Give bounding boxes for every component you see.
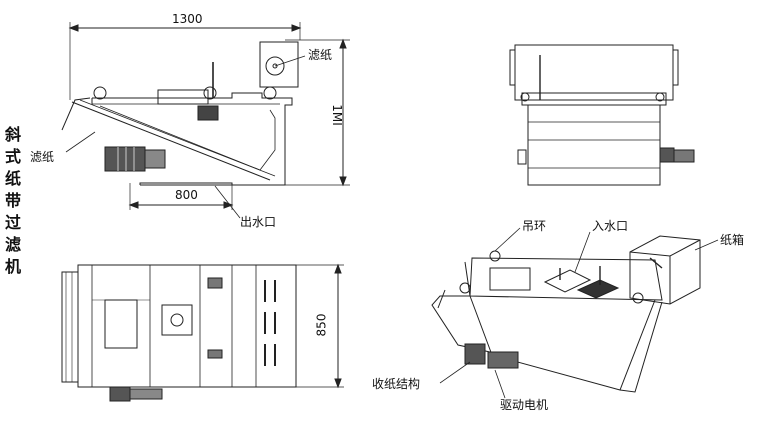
- arrow-head: [339, 38, 347, 49]
- iso-box-top: [629, 239, 701, 257]
- inlet-hole: [170, 313, 184, 327]
- isometric-view: [431, 227, 719, 399]
- box-flange: [672, 49, 679, 86]
- vertical-title: 斜 式 纸 带 过 滤 机: [4, 124, 22, 278]
- bracket: [207, 349, 223, 359]
- iso-belt-end: [437, 289, 446, 309]
- label-filter-paper-left: 滤纸: [30, 150, 55, 164]
- dim-label-800: 800: [175, 188, 198, 202]
- dim-label-height: 1MI: [329, 104, 344, 126]
- leader-outlet: [214, 185, 241, 219]
- motor-top: [109, 386, 131, 402]
- label-inlet: 入水口: [592, 219, 629, 233]
- label-filter-paper-top: 滤纸: [308, 48, 333, 62]
- iso-inlet: [543, 269, 592, 293]
- iso-tank: [469, 295, 656, 391]
- iso-collector: [464, 343, 486, 365]
- iso-port: [489, 267, 531, 291]
- leader-ring: [494, 227, 521, 252]
- dim-label-1300: 1300: [172, 12, 203, 26]
- paper-box: [259, 41, 299, 88]
- title-char: 滤: [4, 235, 21, 254]
- label-drive-motor: 驱动电机: [500, 398, 549, 412]
- motor-front: [659, 147, 675, 163]
- top-view: [61, 263, 344, 402]
- iso-box-slot: [649, 257, 663, 269]
- lifting-ring: [203, 86, 217, 100]
- iso-lifting-ring: [489, 250, 501, 262]
- iso-paper-box: [629, 235, 701, 305]
- label-lifting-ring: 吊环: [522, 219, 547, 233]
- label-outlet: 出水口: [240, 215, 277, 229]
- drive-motor: [104, 146, 146, 172]
- belt-path: [99, 105, 276, 171]
- iso-deck: [469, 257, 663, 301]
- title-char: 斜: [4, 125, 21, 144]
- paper-box-front: [514, 44, 674, 101]
- arrow-head: [339, 176, 347, 187]
- iso-lifting-ring: [632, 292, 644, 304]
- arrow-head: [291, 24, 302, 32]
- arrow-head: [68, 24, 79, 32]
- bracket: [207, 277, 223, 289]
- iso-inlet-2: [576, 279, 620, 299]
- arrow-head: [334, 263, 342, 274]
- arrow-head: [128, 201, 139, 209]
- label-paper-collector: 收纸结构: [372, 377, 421, 391]
- dim-label-850: 850: [314, 313, 329, 337]
- iso-tank-side: [619, 301, 663, 393]
- title-char: 过: [4, 213, 21, 232]
- leader-paper-left: [65, 131, 96, 153]
- top-frame: [77, 264, 297, 388]
- iso-drive-motor: [487, 351, 519, 369]
- tank-rim-front: [521, 92, 667, 106]
- leader-paper: [274, 55, 306, 67]
- lifting-ring: [263, 86, 277, 100]
- lifting-ring: [93, 86, 107, 100]
- title-char: 式: [4, 147, 21, 166]
- inlet-box: [157, 89, 209, 105]
- arrow-head: [223, 201, 234, 209]
- iso-lifting-ring: [459, 282, 471, 294]
- gearbox: [144, 149, 166, 169]
- belt-upper: [71, 101, 271, 181]
- inlet-window: [104, 299, 138, 349]
- arrow-head: [334, 378, 342, 389]
- front-view: [509, 44, 695, 186]
- gearbox-top: [129, 388, 163, 400]
- label-paper-box: 纸箱: [720, 233, 745, 247]
- leader-box: [694, 239, 719, 251]
- tank-body-front: [527, 104, 661, 186]
- inlet-flange: [161, 304, 193, 336]
- title-char: 纸: [4, 169, 21, 188]
- paper-roll: [265, 56, 285, 76]
- float-switch: [197, 105, 219, 121]
- belt-end: [61, 271, 79, 383]
- leader-inlet: [574, 231, 591, 273]
- paper-roll-core: [272, 63, 278, 69]
- title-char: 机: [4, 257, 21, 276]
- leader-motor: [494, 369, 506, 399]
- belt-tail: [61, 97, 91, 131]
- gearbox-front: [673, 149, 695, 163]
- side-lug: [517, 149, 527, 165]
- title-char: 带: [4, 191, 21, 210]
- tank-outline: [92, 92, 293, 186]
- leader-collector: [439, 361, 471, 384]
- side-view: [61, 22, 350, 219]
- box-flange: [509, 49, 516, 86]
